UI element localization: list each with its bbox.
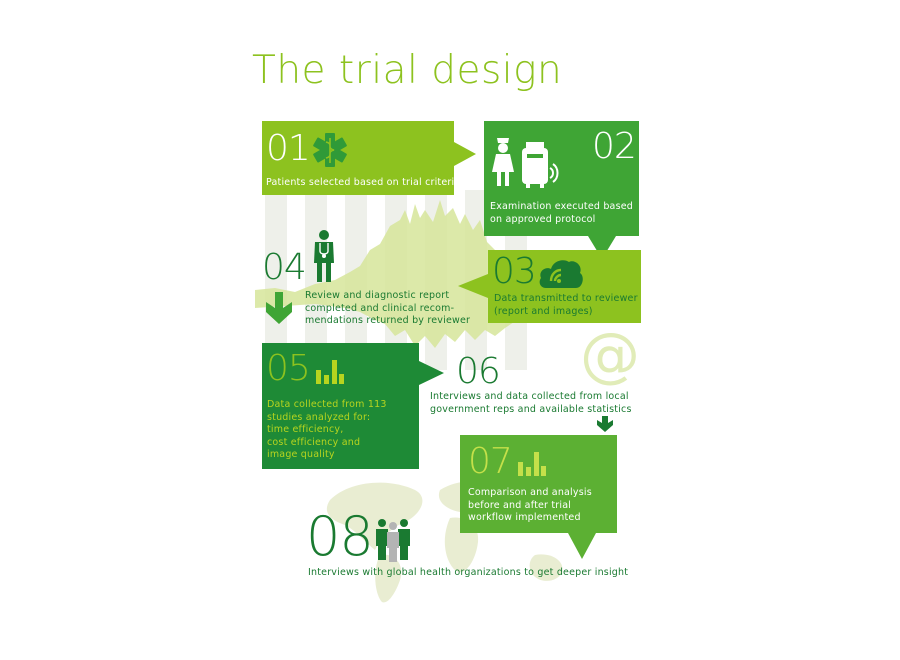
step-02-number: 02	[592, 126, 637, 167]
step-05-text: Data collected from 113 studies analyzed…	[267, 399, 387, 460]
step-08-number: 08	[306, 505, 374, 568]
at-icon: @	[580, 320, 640, 390]
wireless-icon	[549, 163, 559, 183]
step-06-text: Interviews and data collected from local…	[430, 391, 632, 415]
step-07-text: Comparison and analysis before and after…	[468, 487, 592, 523]
nurse-icon	[492, 138, 514, 186]
step-06-number: 06	[456, 351, 501, 392]
step-04-number: 04	[262, 247, 307, 288]
cloud-wifi-icon	[539, 260, 583, 288]
bar-chart-icon	[518, 452, 546, 476]
step-05-box	[262, 343, 444, 469]
step-08-text: Interviews with global health organizati…	[308, 567, 629, 578]
step-04-text: Review and diagnostic report completed a…	[305, 290, 471, 326]
step-05-number: 05	[266, 348, 311, 389]
step-01-box	[262, 121, 476, 195]
doctor-icon	[314, 230, 334, 282]
step-07-number: 07	[468, 441, 513, 482]
step-02-text: Examination executed based on approved p…	[490, 201, 633, 225]
step-01-number: 01	[266, 128, 311, 169]
step-07-box	[460, 435, 617, 559]
bar-chart-icon	[316, 360, 344, 384]
step-01-text: Patients selected based on trial criteri…	[266, 177, 461, 188]
step-03-number: 03	[492, 251, 537, 292]
down-arrow-icon	[597, 416, 613, 432]
page-title: The trial design	[252, 48, 563, 93]
down-arrow-icon	[266, 292, 292, 324]
step-03-text: Data transmitted to reviewer (report and…	[494, 293, 638, 317]
medical-star-icon	[313, 133, 347, 167]
scanner-icon	[522, 142, 559, 188]
people-icon	[376, 519, 410, 562]
